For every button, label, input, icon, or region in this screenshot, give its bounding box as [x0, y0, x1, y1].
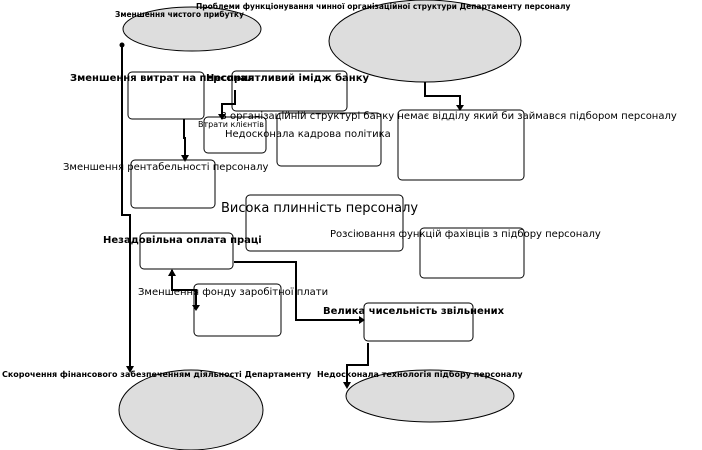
label-high-turnover: Висока плинність персоналу [221, 201, 419, 216]
label-reduced-costs: Зменшення витрат на персонал [70, 73, 255, 84]
ellipse-reduced-funding [118, 369, 264, 450]
connector-profit-to-funding [121, 45, 131, 368]
box-imperfect-policy [276, 112, 382, 167]
box-no-department [397, 109, 525, 181]
arrowhead-technology [343, 382, 351, 389]
label-reduced-funding: Скорочення фінансового забезпеченням дія… [2, 370, 312, 379]
box-reduced-costs [127, 71, 205, 120]
box-many-dismissals [363, 302, 474, 342]
label-reduced-profitability: Зменшення рентабельності персоналу [63, 162, 269, 173]
label-reduced-wage-fund: Зменшення фонду заробітної плати [138, 287, 329, 298]
ellipse-title [328, 0, 522, 83]
arrowhead-clientloss [218, 114, 226, 120]
box-bad-image [231, 70, 348, 112]
label-many-dismissals: Велика чисельність звільнених [323, 306, 505, 317]
connector-costs-to-profitability [183, 119, 186, 157]
label-client-loss: Втрати клієнтів [198, 120, 264, 129]
arrowhead-dismissals [359, 316, 365, 324]
connector-lowpay-to-wagefund [171, 270, 197, 309]
box-reduced-profitability [130, 159, 216, 209]
arrowhead-wagefund-end [192, 305, 200, 311]
box-low-pay [139, 232, 234, 270]
arrowhead-wagefund [168, 269, 176, 276]
arrowhead-funding [126, 366, 134, 373]
connector-lowpay-to-dismissals [234, 261, 364, 321]
box-scattered-functions [419, 227, 525, 279]
ellipse-reduced-profit [122, 6, 262, 52]
box-high-turnover [245, 194, 404, 252]
connector-title-to-nodept [424, 82, 461, 108]
connector-dot [119, 42, 125, 48]
connector-image-to-clientloss [221, 90, 236, 117]
label-imperfect-technology: Недосконала технологія підбору персоналу [317, 370, 523, 379]
label-no-department: В організаційній структурі банку немає в… [220, 111, 677, 122]
box-client-loss [203, 116, 267, 154]
label-reduced-profit: Зменшення чистого прибутку [115, 10, 244, 19]
connector-dismissals-to-technology [346, 343, 369, 385]
label-imperfect-policy: Недосконала кадрова політика [225, 129, 391, 140]
label-bad-image: Несприятливий імідж банку [206, 73, 370, 84]
arrowhead-nodept [456, 105, 464, 111]
ellipse-imperfect-technology [345, 369, 515, 423]
label-low-pay: Незадовільна оплата праці [103, 235, 262, 246]
box-reduced-wage-fund [193, 283, 282, 337]
arrowhead-profitability [181, 155, 189, 162]
label-scattered-functions: Розсіювання функцій фахівців з підбору п… [330, 229, 601, 240]
diagram-title: Проблеми функціонування чинної організац… [196, 2, 571, 11]
